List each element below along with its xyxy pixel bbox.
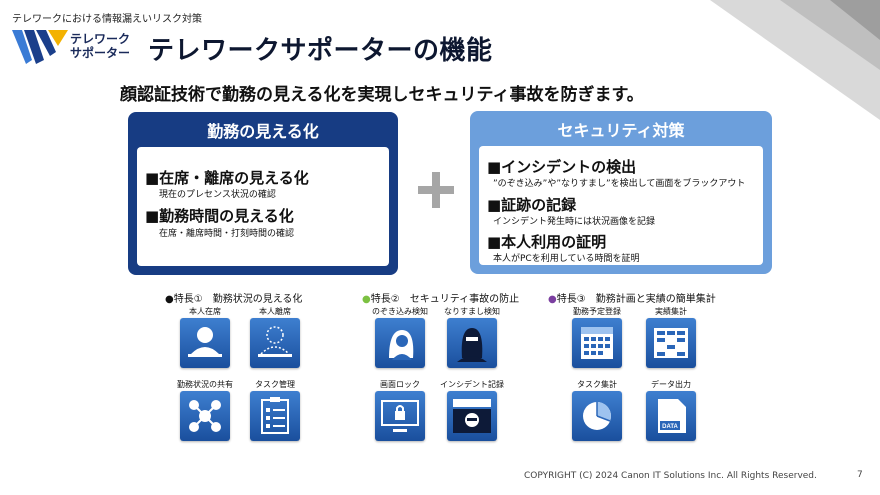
svg-text:DATA: DATA bbox=[662, 424, 678, 430]
item-sub: 現在のプレセンス状況の確認 bbox=[159, 190, 276, 200]
icon-label: 実績集計 bbox=[655, 307, 687, 316]
icon-label: データ出力 bbox=[651, 380, 691, 389]
item-title: ■勤務時間の見える化 bbox=[145, 207, 294, 225]
security-card: セキュリティ対策 ■インシデントの検出 ”のぞき込み”や”なりすまし”を検出して… bbox=[470, 111, 772, 274]
icon-label: 画面ロック bbox=[380, 380, 420, 389]
icon-label: のぞき込み検知 bbox=[372, 307, 428, 316]
copyright: COPYRIGHT (C) 2024 Canon IT Solutions In… bbox=[524, 471, 817, 481]
logo-line1: テレワーク bbox=[70, 32, 131, 46]
task-list-icon[interactable] bbox=[250, 391, 300, 441]
item-sub: 本人がPCを利用している時間を証明 bbox=[493, 254, 640, 264]
data-export-icon[interactable]: DATA bbox=[646, 391, 696, 441]
logo-line2: サポーター bbox=[70, 46, 131, 60]
visibility-card-heading: 勤務の見える化 bbox=[207, 122, 319, 141]
feature-2-text: ●特長② セキュリティ事故の防止 bbox=[362, 294, 519, 305]
person-away-icon[interactable] bbox=[250, 318, 300, 368]
security-card-body: ■インシデントの検出 ”のぞき込み”や”なりすまし”を検出して画面をブラックアウ… bbox=[479, 146, 763, 265]
feature-label-text: 特長② セキュリティ事故の防止 bbox=[370, 294, 520, 305]
feature-label-text: 特長③ 勤務計画と実績の簡単集計 bbox=[556, 294, 716, 305]
screen-lock-icon[interactable] bbox=[375, 391, 425, 441]
icon-label: タスク集計 bbox=[577, 380, 617, 389]
item-sub: インシデント発生時には状況画像を記録 bbox=[493, 217, 656, 227]
visibility-card-body: ■在席・離席の見える化 現在のプレセンス状況の確認 ■勤務時間の見える化 在席・… bbox=[137, 147, 389, 266]
icon-label: なりすまし検知 bbox=[444, 307, 500, 316]
incident-record-icon[interactable] bbox=[447, 391, 497, 441]
icon-label: 勤務予定登録 bbox=[573, 307, 621, 316]
tagline: テレワークにおける情報漏えいリスク対策 bbox=[12, 14, 202, 25]
logo-w-icon bbox=[12, 30, 68, 64]
item-title: ■証跡の記録 bbox=[487, 196, 577, 214]
feature-1-label: ●特長① 勤務状況の見える化 bbox=[165, 294, 303, 305]
plus-icon bbox=[418, 172, 454, 208]
feature-bullet: ● bbox=[548, 294, 557, 305]
impersonation-icon[interactable] bbox=[447, 318, 497, 368]
page-subtitle: 顔認証技術で勤務の見える化を実現しセキュリティ事故を防ぎます。 bbox=[120, 85, 644, 105]
logo: テレワーク サポーター bbox=[12, 24, 138, 68]
peeking-icon[interactable] bbox=[375, 318, 425, 368]
item-title: ■本人利用の証明 bbox=[487, 233, 607, 251]
team-share-icon[interactable] bbox=[180, 391, 230, 441]
visibility-card: 勤務の見える化 ■在席・離席の見える化 現在のプレセンス状況の確認 ■勤務時間の… bbox=[128, 112, 398, 275]
feature-bullet: ● bbox=[362, 294, 371, 305]
icon-label: 勤務状況の共有 bbox=[177, 380, 233, 389]
page-title: テレワークサポーターの機能 bbox=[148, 36, 493, 66]
page-number: 7 bbox=[857, 470, 863, 480]
feature-2-label: ●特長② セキュリティ事故の防止 bbox=[362, 290, 519, 305]
corner-decoration bbox=[710, 0, 880, 120]
icon-label: 本人在席 bbox=[189, 307, 221, 316]
feature-3-label: ●特長③ 勤務計画と実績の簡単集計 bbox=[548, 290, 716, 305]
item-title: ■在席・離席の見える化 bbox=[145, 169, 309, 187]
calendar-icon[interactable] bbox=[572, 318, 622, 368]
item-sub: ”のぞき込み”や”なりすまし”を検出して画面をブラックアウト bbox=[493, 179, 746, 189]
item-sub: 在席・離席時間・打刻時間の確認 bbox=[159, 229, 295, 239]
pie-chart-icon[interactable] bbox=[572, 391, 622, 441]
icon-label: インシデント記録 bbox=[440, 380, 504, 389]
item-title: ■インシデントの検出 bbox=[487, 158, 637, 176]
security-card-heading: セキュリティ対策 bbox=[557, 121, 685, 140]
feature-3-text: ●特長③ 勤務計画と実績の簡単集計 bbox=[548, 294, 716, 305]
table-grid-icon[interactable] bbox=[646, 318, 696, 368]
icon-label: 本人離席 bbox=[259, 307, 291, 316]
person-at-desk-icon[interactable] bbox=[180, 318, 230, 368]
icon-label: タスク管理 bbox=[255, 380, 295, 389]
